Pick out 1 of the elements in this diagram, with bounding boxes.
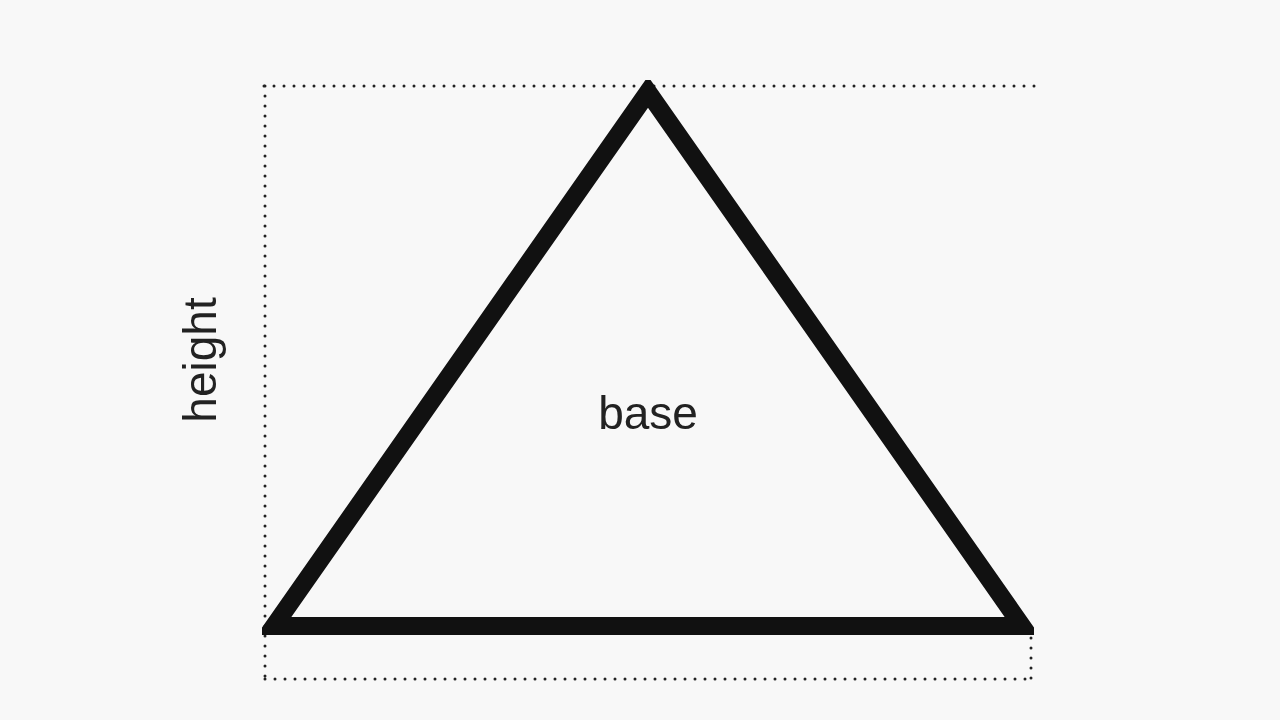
shape-label: base [598,390,698,436]
